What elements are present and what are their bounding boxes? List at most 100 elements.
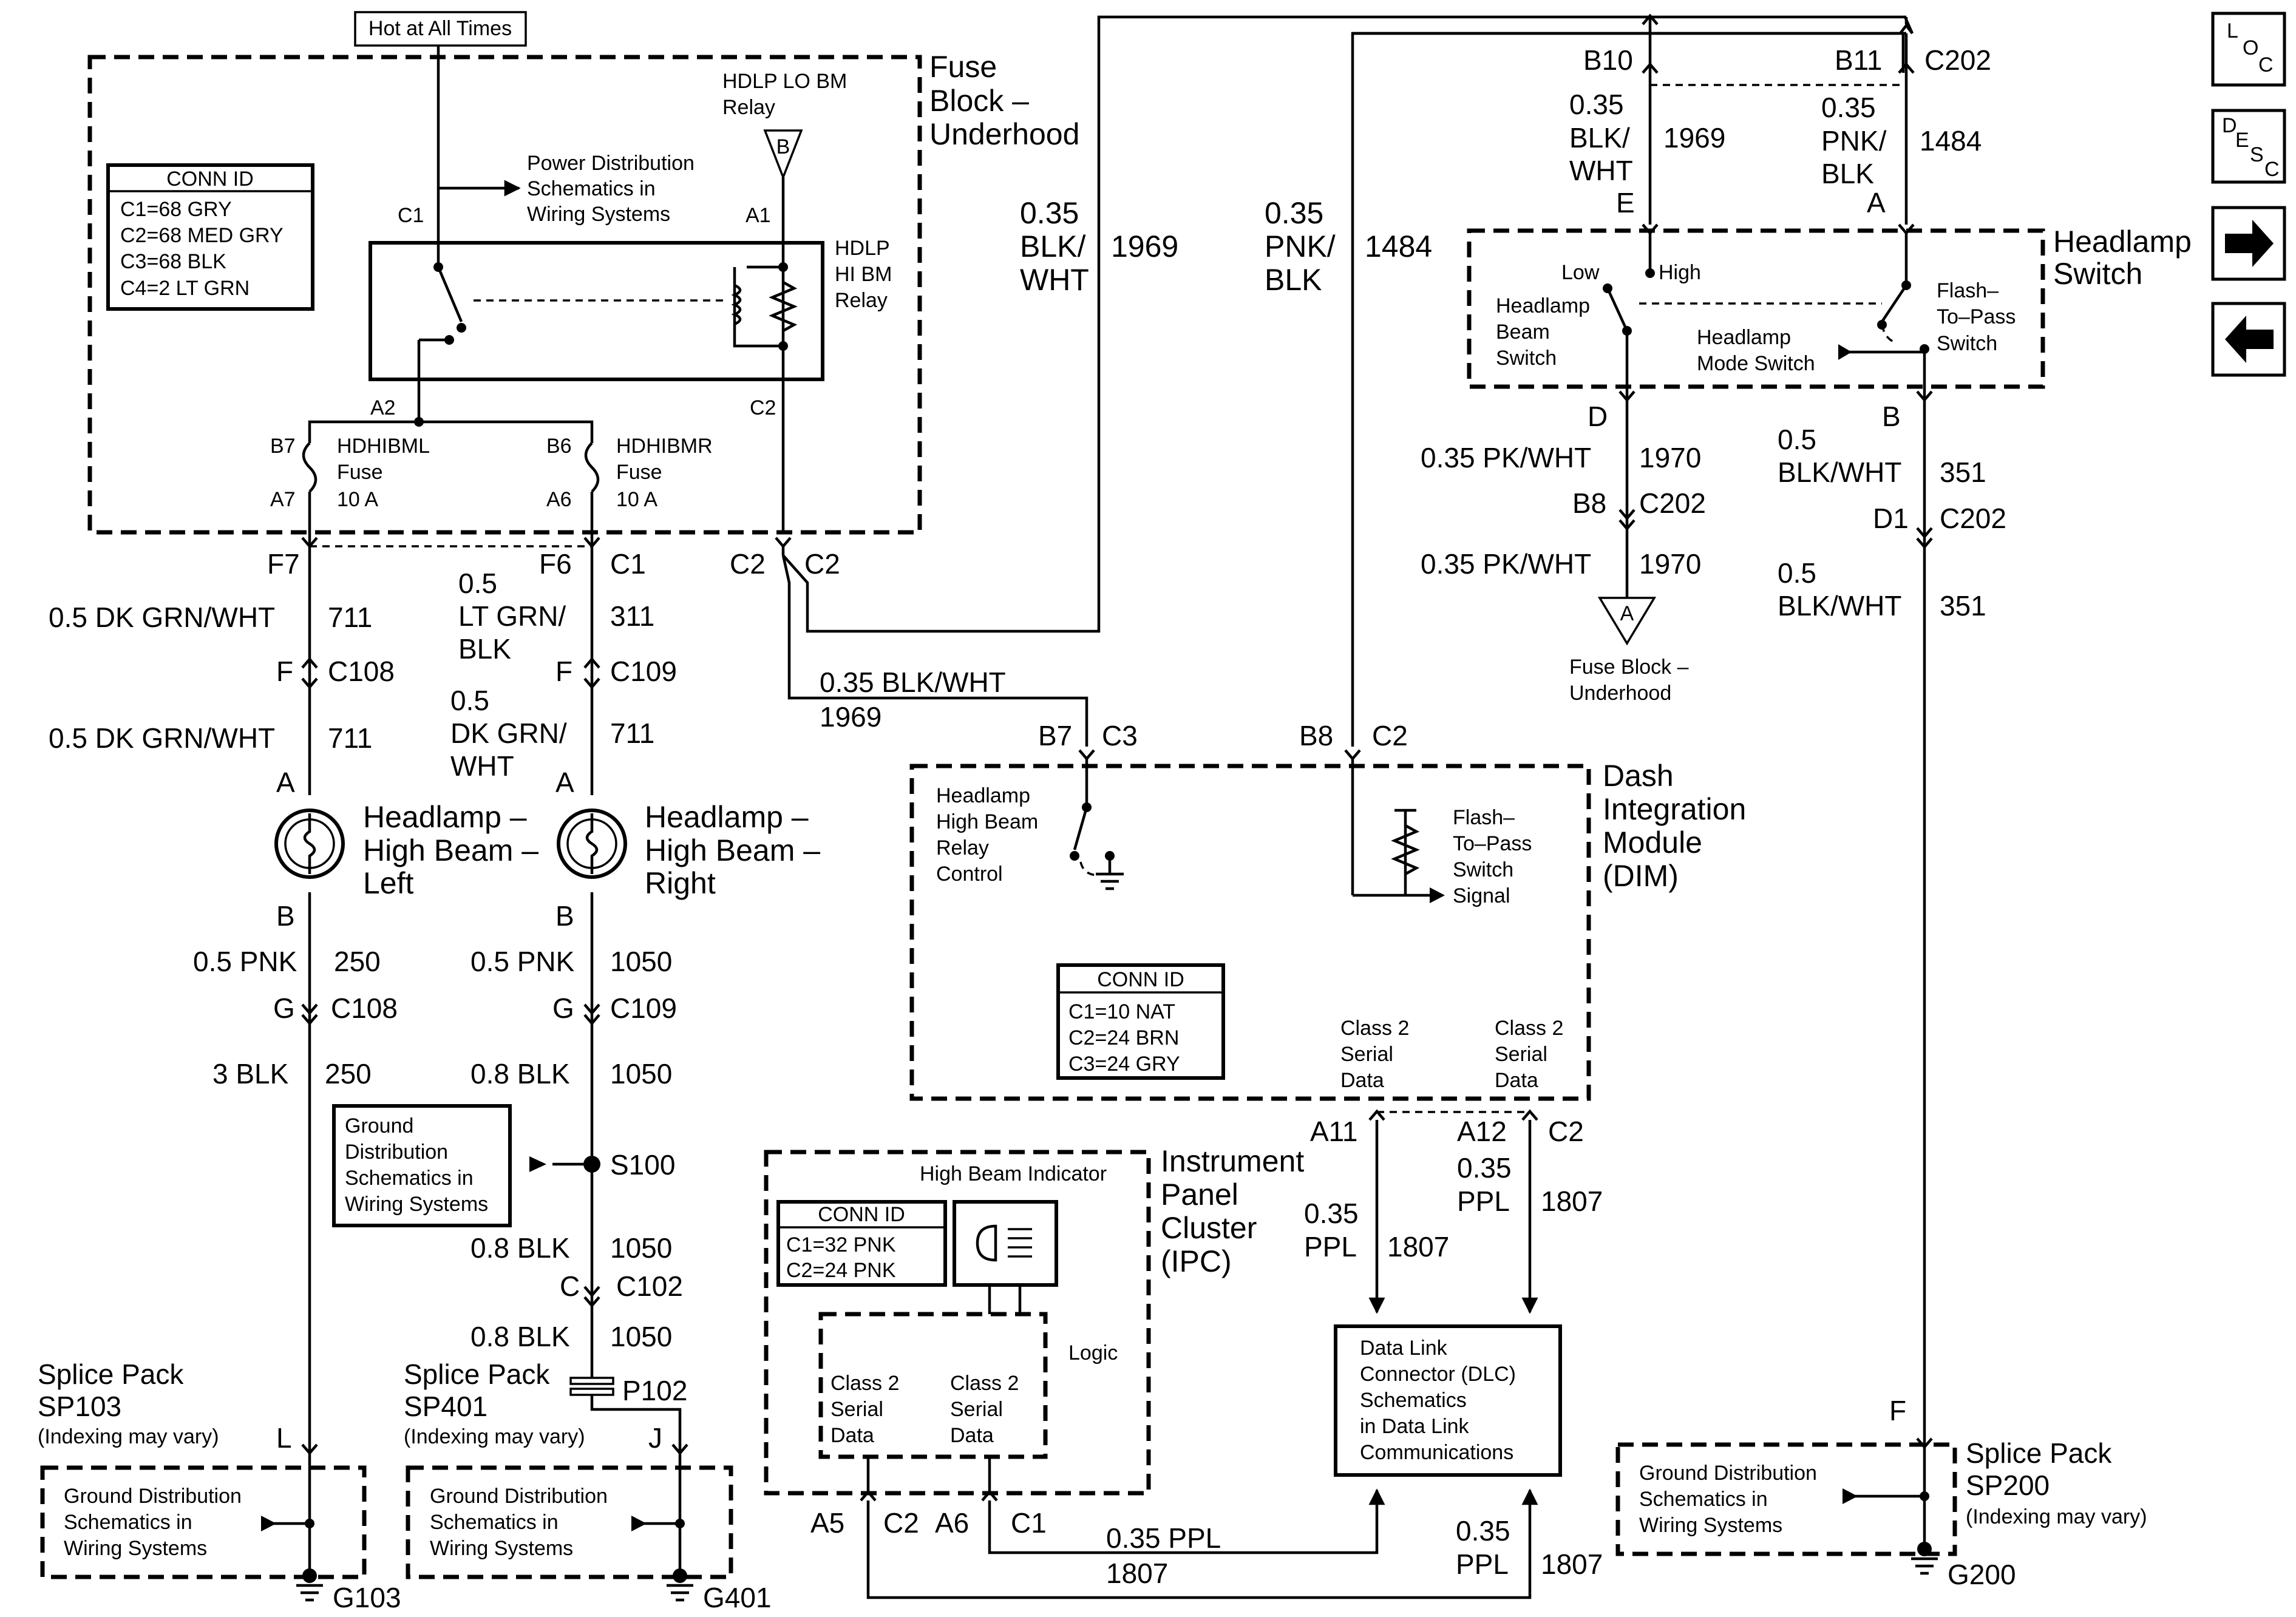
pin-c: C (560, 1270, 580, 1302)
pin-b6: B6 (546, 435, 572, 458)
dim-fs-l2: To–Pass (1453, 832, 1532, 855)
connector-c102: C102 (616, 1270, 683, 1302)
pass-through-p102-label: P102 (622, 1375, 687, 1406)
ipc-cs-b-l2: Serial (950, 1398, 1003, 1421)
pin-a6: A6 (546, 488, 572, 511)
pin-d1: D1 (1873, 503, 1909, 534)
loc-letter-1: L (2227, 19, 2238, 42)
dim-label-2: Integration (1603, 792, 1746, 826)
lo-bm-relay-label-1: HDLP LO BM (722, 70, 847, 93)
dlc-l3: Schematics (1360, 1389, 1467, 1412)
fuse-block-ref-label-1: Fuse Block – (1569, 656, 1689, 679)
gnd-dist-l2: Distribution (345, 1141, 448, 1164)
wire-1050-label-c: 0.8 BLK (470, 1232, 570, 1264)
wire-1970-label-a: 0.35 PK/WHT (1421, 442, 1591, 473)
gnd-dist-l4: Wiring Systems (345, 1193, 488, 1216)
wire-1484-num-a: 1484 (1365, 229, 1432, 263)
conn-id-table-dim (1056, 963, 1225, 1080)
wire-1484-label-a1: 0.35 (1265, 196, 1323, 230)
pin-g-left: G (273, 992, 295, 1024)
pin-a-right: A (555, 767, 574, 798)
dim-cs-b-l2: Serial (1495, 1043, 1547, 1066)
splice-pack-sp200: Splice Pack SP200 (Indexing may vary) Gr… (1615, 1437, 2147, 1590)
conn-id-table-fuse-block: CONN ID C1=68 GRY C2=68 MED GRY C3=68 BL… (106, 163, 314, 311)
previous-button[interactable] (2211, 302, 2286, 377)
fuse-block-underhood: Fuse Block – Underhood Hot at All Times … (87, 11, 1079, 535)
wire-1969-label-a2: BLK/ (1020, 229, 1086, 263)
wire-1807-label-d2: PPL (1456, 1548, 1509, 1580)
wire-1807-label-b2: PPL (1457, 1185, 1510, 1217)
fuse-hdhibmr-rating: 10 A (616, 488, 657, 511)
conn-id-c1: C1=68 GRY (120, 198, 232, 221)
wire-1807-label-b1: 0.35 (1457, 1152, 1512, 1184)
sp401-label-1: Splice Pack (404, 1358, 550, 1390)
wire-1484-label-a2: PNK/ (1265, 229, 1336, 263)
wire-1970-label-b: 0.35 PK/WHT (1421, 548, 1591, 580)
connector-c2-ipc: C2 (883, 1507, 919, 1539)
wire-1484-label-b1: 0.35 (1821, 92, 1876, 123)
sp200-gnd-l1: Ground Distribution (1639, 1462, 1817, 1485)
splice-s100 (583, 1156, 600, 1173)
dim-cs-b-l3: Data (1495, 1069, 1538, 1092)
pin-f-right: F (555, 656, 572, 687)
dim-label-1: Dash (1603, 759, 1674, 793)
lo-bm-relay-ref-triangle (763, 129, 803, 180)
pin-f-left: F (276, 656, 293, 687)
wire-1484-label-b3: BLK (1821, 158, 1874, 189)
conn-id-c4: C4=2 LT GRN (120, 277, 250, 300)
nav-buttons: L O C D E S C (2211, 12, 2286, 377)
pin-b7: B7 (270, 435, 296, 458)
dim-ground-icon (1096, 872, 1124, 890)
pin-a7: A7 (270, 488, 296, 511)
wire-711-label-c2: DK GRN/ (450, 717, 567, 749)
beam-switch-l1: Headlamp (1496, 294, 1590, 317)
pin-a2: A2 (370, 396, 396, 419)
conn2-c2: C2=24 BRN (1068, 1026, 1179, 1049)
connector-c109-b: C109 (610, 992, 677, 1024)
gnd-dist-l1: Ground (345, 1114, 413, 1137)
headlamp-right-label-1: Headlamp – (645, 800, 809, 834)
headlamp-left-label-1: Headlamp – (363, 800, 527, 834)
ipc-cs-b-l1: Class 2 (950, 1372, 1019, 1395)
pin-f6: F6 (539, 548, 572, 580)
next-button[interactable] (2211, 206, 2286, 281)
desc-button[interactable]: D E S C (2211, 109, 2286, 184)
pin-b11: B11 (1835, 44, 1882, 76)
loc-button[interactable]: L O C (2211, 12, 2286, 87)
dash-integration-module: Dash Integration Module (DIM) B7 C3 B8 C… (909, 720, 1746, 1101)
sp200-label-1: Splice Pack (1966, 1437, 2112, 1469)
fuse-block-label-2: Block – (929, 84, 1029, 118)
wire-1050-num-c: 1050 (610, 1232, 672, 1264)
dlc-l5: Communications (1360, 1441, 1513, 1464)
wire-1484-num-b: 1484 (1920, 125, 1982, 157)
desc-letter-4: C (2264, 158, 2280, 181)
pin-f-sp200: F (1889, 1395, 1906, 1426)
conn3-c2: C2=24 PNK (786, 1259, 896, 1282)
wire-1807-label-c: 0.35 PPL (1106, 1522, 1221, 1554)
wire-711-num-c: 711 (610, 717, 654, 749)
wire-250-label-a: 0.5 PNK (193, 946, 297, 977)
wire-311-label-1: 0.5 (458, 568, 497, 599)
fuse-hdhibml-rating: 10 A (337, 488, 378, 511)
pin-b-left: B (276, 900, 295, 932)
high-beam-indicator-label: High Beam Indicator (920, 1162, 1107, 1185)
ipc-label-2: Panel (1161, 1178, 1238, 1212)
dim-hb-l3: Relay (936, 836, 989, 859)
headlamp-switch-label-2: Switch (2053, 257, 2142, 291)
headlamp-left-label-3: Left (363, 866, 414, 900)
wire-1807-label-a1: 0.35 (1304, 1198, 1359, 1229)
wire-1969-num-c: 1969 (1663, 122, 1725, 154)
sp401-label-2: SP401 (404, 1391, 487, 1422)
dim-fs-l3: Switch (1453, 858, 1513, 881)
wire-1969-label-c3: WHT (1569, 155, 1633, 186)
wire-1807-num-b: 1807 (1541, 1185, 1603, 1217)
high-beam-indicator-icon (953, 1200, 1058, 1287)
dim-hb-l2: High Beam (936, 810, 1038, 833)
pin-b7-dim: B7 (1038, 720, 1072, 751)
connector-c202-mid: C202 (1639, 487, 1706, 519)
connector-c109-a: C109 (610, 656, 677, 687)
headlamp-right-label-2: High Beam – (645, 833, 820, 867)
arrow-left-icon (2225, 316, 2274, 363)
fuse-block-label-3: Underhood (929, 117, 1079, 151)
